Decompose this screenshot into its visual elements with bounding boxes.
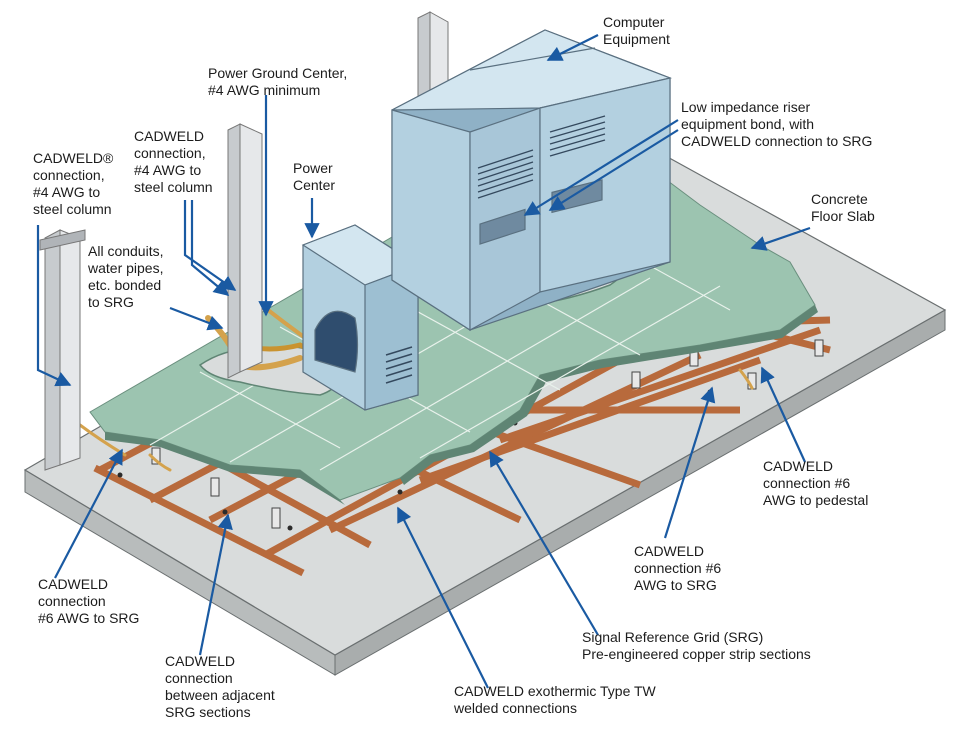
label-power-ground-center: Power Ground Center, #4 AWG minimum [208, 65, 348, 98]
callout-arrows [36, 34, 811, 689]
computer-equipment-cabinets [391, 29, 673, 332]
steel-columns [39, 11, 449, 471]
label-cadweld-pedestal: CADWELD connection #6 AWG to pedestal [763, 458, 869, 508]
label-signal-reference-grid: Signal Reference Grid (SRG) Pre-engineer… [582, 629, 811, 662]
label-all-conduits: All conduits, water pipes, etc. bonded t… [88, 243, 164, 310]
label-concrete-floor-slab: Concrete Floor Slab [811, 191, 875, 224]
label-cadweld-6awg-srg-right: CADWELD connection #6 AWG to SRG [634, 543, 722, 593]
label-power-center: Power Center [293, 160, 336, 193]
label-cadweld-steel-column-mid: CADWELD connection, #4 AWG to steel colu… [134, 128, 213, 195]
label-cadweld-exothermic: CADWELD exothermic Type TW welded connec… [454, 683, 656, 716]
label-computer-equipment: Computer Equipment [603, 14, 670, 47]
label-cadweld-steel-column-left: CADWELD® connection, #4 AWG to steel col… [33, 150, 114, 217]
label-low-impedance-riser: Low impedance riser equipment bond, with… [681, 99, 873, 149]
label-cadweld-adjacent-srg: CADWELD connection between adjacent SRG … [165, 653, 275, 720]
label-cadweld-6awg-srg-left: CADWELD connection #6 AWG to SRG [38, 576, 140, 626]
